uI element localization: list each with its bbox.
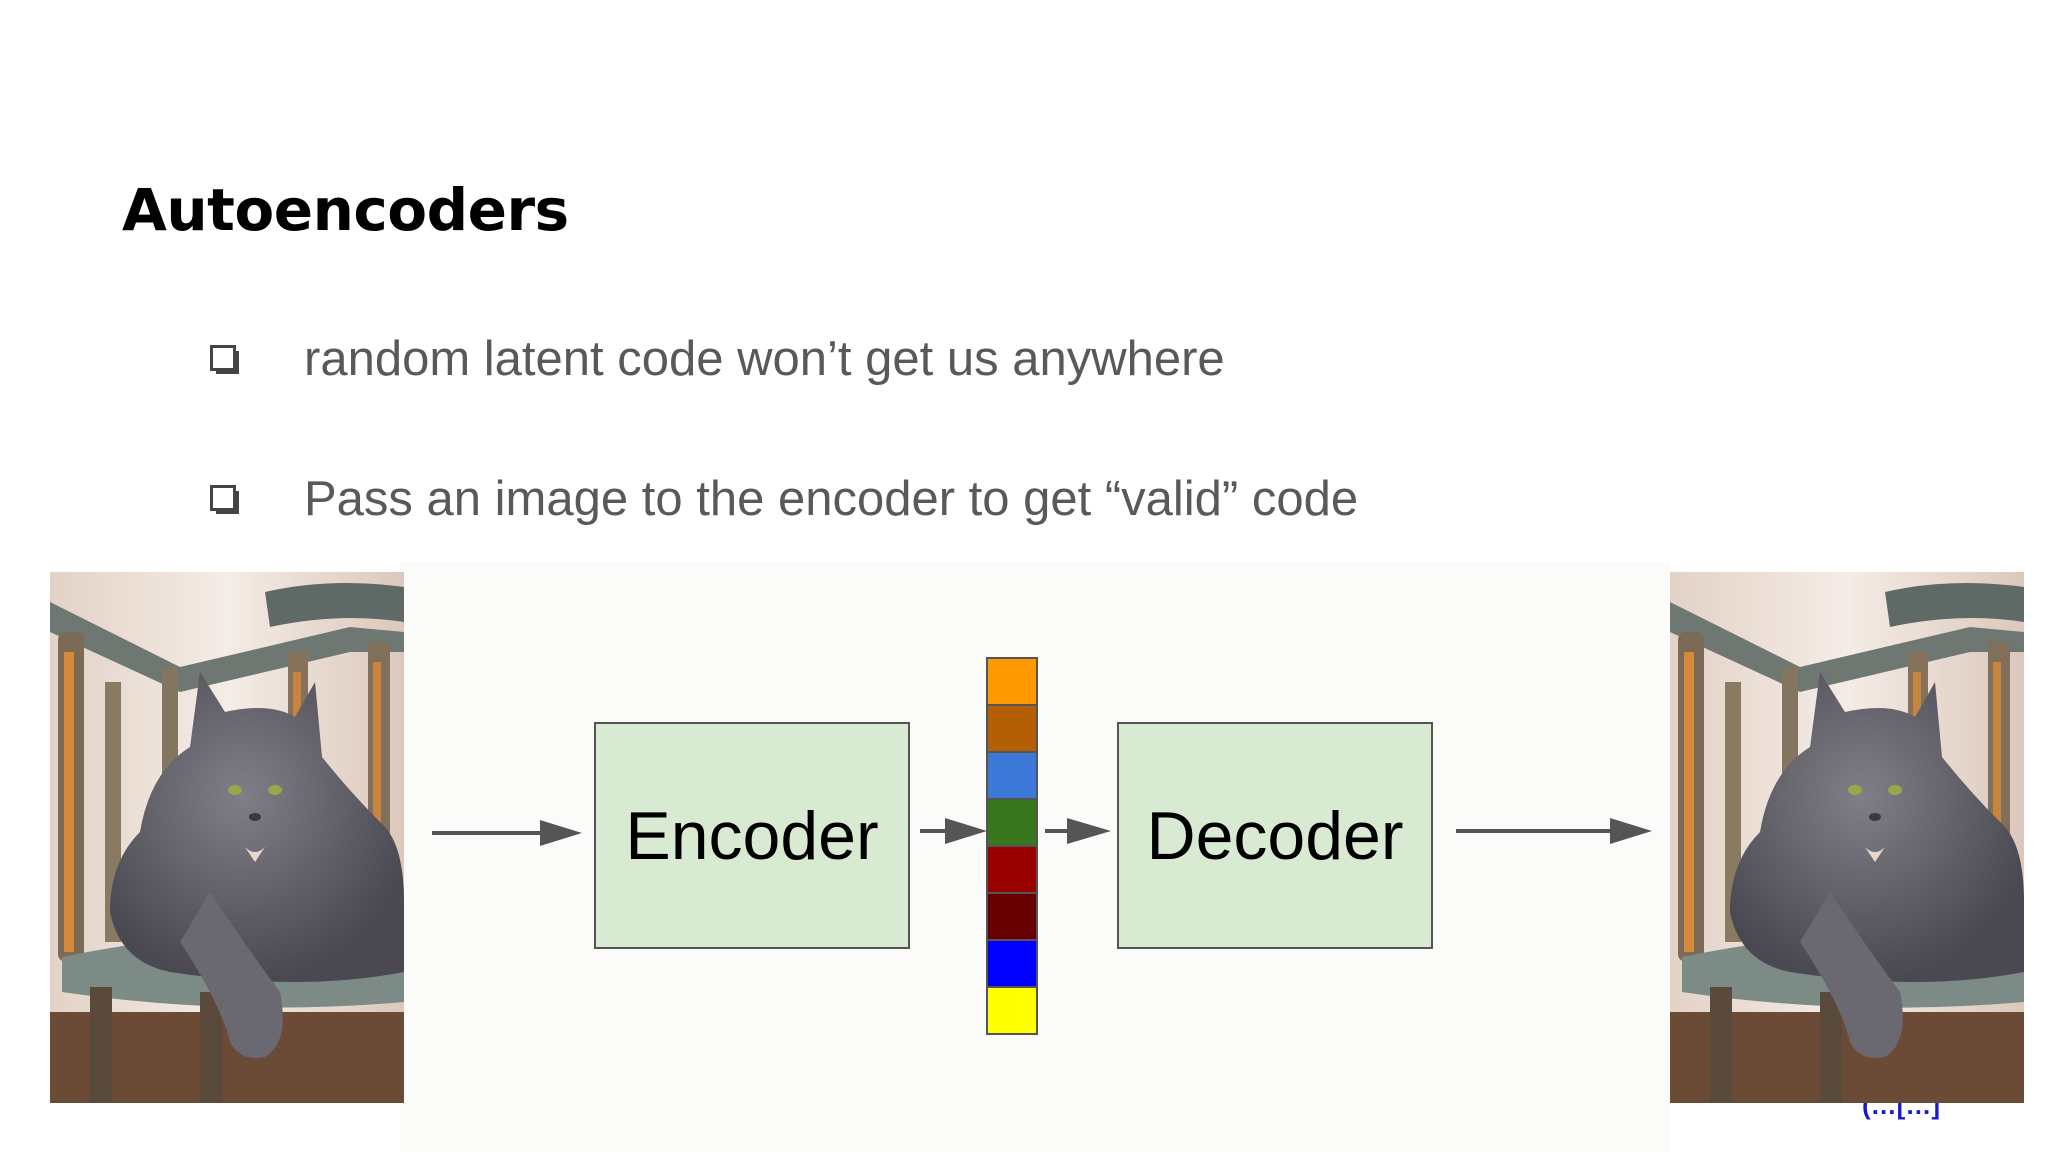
bullet-text: random latent code won’t get us anywhere <box>304 332 1225 386</box>
encoder-block: Encoder <box>594 722 910 949</box>
input-cat-image <box>50 572 404 1103</box>
output-cat-image <box>1670 572 2024 1103</box>
latent-code-cell <box>986 798 1038 847</box>
latent-code-cell <box>986 751 1038 800</box>
checkbox-bullet-icon <box>206 341 242 377</box>
latent-code-cell <box>986 892 1038 941</box>
latent-code-vector <box>986 657 1038 1035</box>
latent-code-cell <box>986 939 1038 988</box>
bullet-item: Pass an image to the encoder to get “val… <box>206 464 1358 534</box>
latent-code-cell <box>986 986 1038 1035</box>
latent-code-cell <box>986 845 1038 894</box>
checkbox-bullet-icon <box>206 481 242 517</box>
latent-code-cell <box>986 704 1038 753</box>
bullet-text: Pass an image to the encoder to get “val… <box>304 472 1359 526</box>
latent-code-cell <box>986 657 1038 706</box>
decoder-block: Decoder <box>1117 722 1433 949</box>
bullet-item: random latent code won’t get us anywhere <box>206 324 1225 394</box>
slide-title: Autoencoders <box>122 176 569 244</box>
